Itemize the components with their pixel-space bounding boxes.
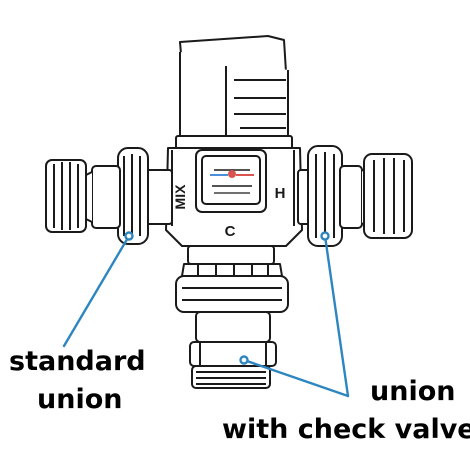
right-port-coupling [297, 145, 413, 247]
check-valve-union-label-line2: with check valve [222, 414, 470, 445]
marker-check-valve-bottom [239, 355, 249, 365]
port-label-h: H [275, 185, 286, 202]
bottom-port-coupling [175, 245, 289, 389]
dial-face [210, 169, 254, 194]
leader-line-check-valve-bottom [242, 358, 350, 398]
standard-union-label-line2: union [37, 384, 123, 415]
left-port-coupling [45, 147, 173, 245]
standard-union-label-line1: standard [9, 346, 146, 377]
valve-body [165, 147, 303, 247]
port-label-mix: MIX [172, 184, 188, 210]
thermostatic-cap [175, 35, 293, 151]
leader-line-standard-union [62, 234, 131, 348]
check-valve-union-label-line1: union [370, 376, 456, 407]
marker-standard-union [124, 231, 134, 241]
marker-check-valve-right [320, 231, 330, 241]
leader-line-check-valve-right [323, 234, 350, 398]
port-label-c: C [225, 223, 236, 240]
